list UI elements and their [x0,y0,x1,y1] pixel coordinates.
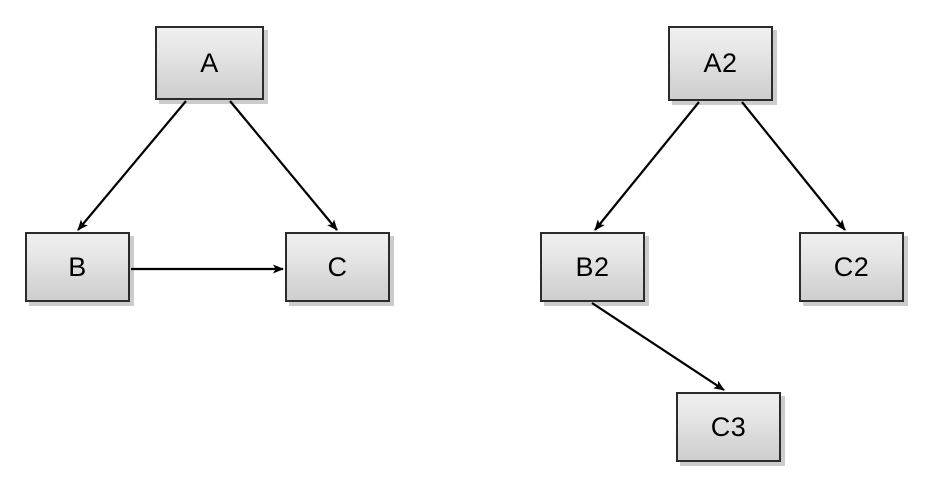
node-label: B2 [575,251,610,282]
edge-b2-c3 [591,302,725,391]
node-b2[interactable]: B2 [540,232,645,302]
edge-a2-c2 [741,101,846,231]
edge-a-b [77,100,187,231]
node-label: A2 [703,48,738,78]
node-c3[interactable]: C3 [676,392,781,462]
edge-a2-b2 [594,101,700,231]
node-label: C [327,251,348,282]
node-a2[interactable]: A2 [668,26,773,101]
node-c2[interactable]: C2 [799,232,904,302]
node-b[interactable]: B [25,232,130,302]
edge-a-c [229,100,338,231]
node-label: B [68,251,87,282]
node-c[interactable]: C [285,232,390,302]
node-label: C3 [710,411,747,442]
node-label: C2 [833,251,870,282]
node-a[interactable]: A [155,26,264,100]
node-label: A [200,47,219,78]
